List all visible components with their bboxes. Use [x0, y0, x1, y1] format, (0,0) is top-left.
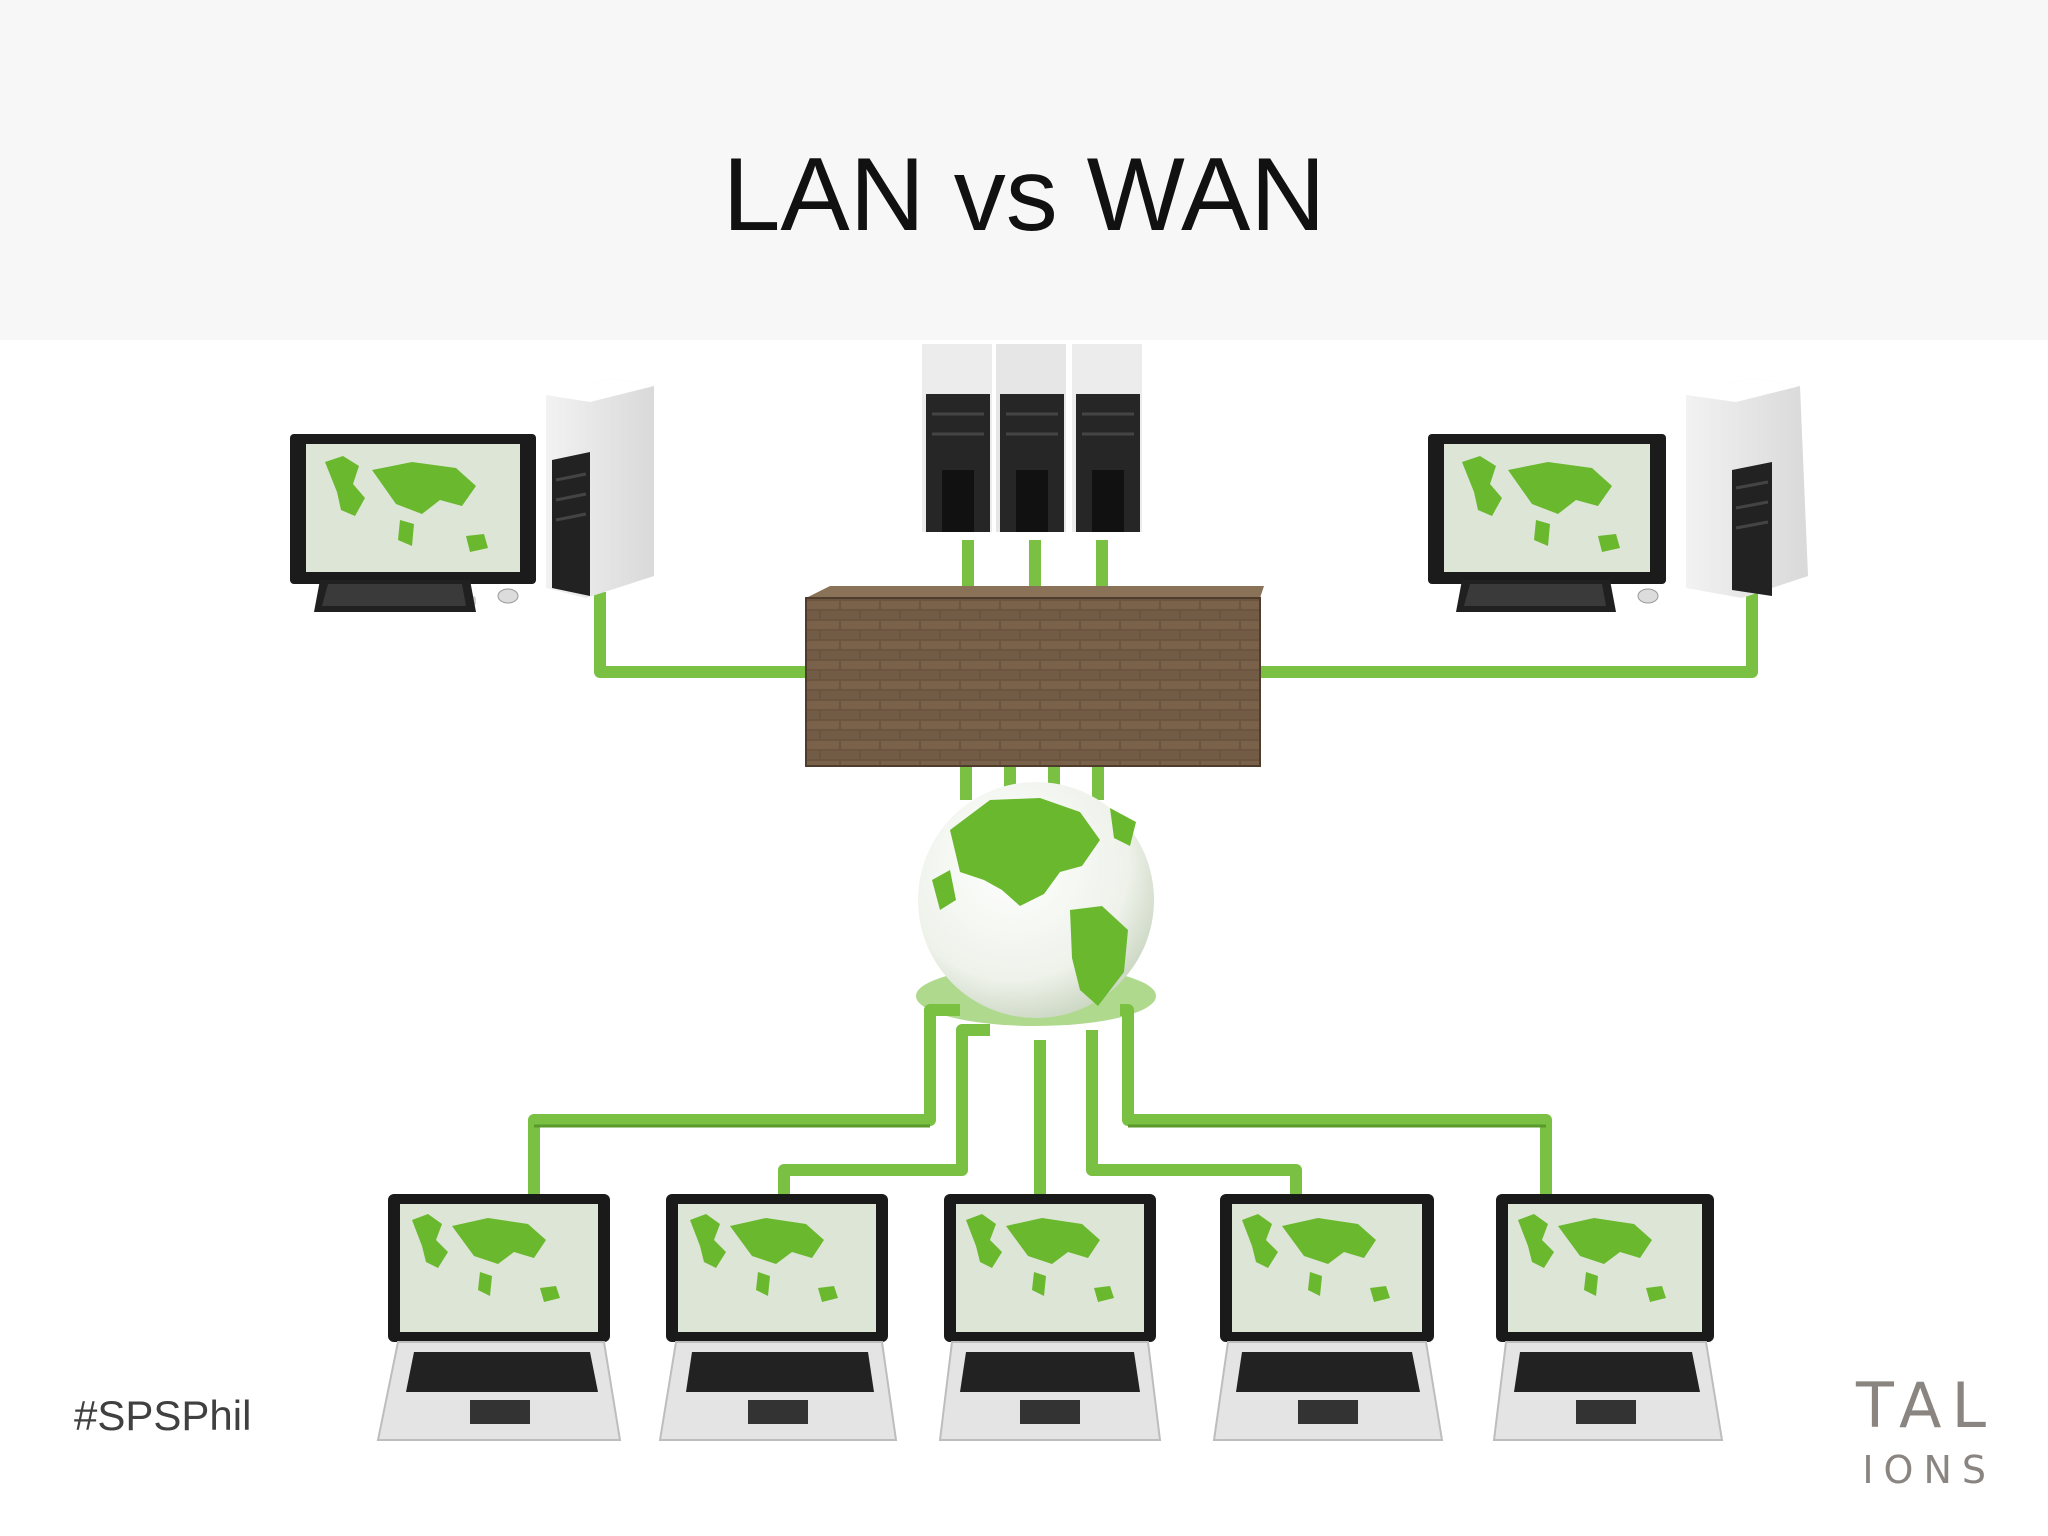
laptop-4: [1212, 1194, 1444, 1441]
laptop-5: [1492, 1194, 1724, 1441]
desktop-right: [1428, 378, 1808, 612]
event-hashtag: #SPSPhil: [74, 1392, 252, 1439]
laptop-1: [376, 1194, 622, 1441]
cable-laptop-2: [778, 1024, 990, 1200]
laptop-3: [938, 1194, 1162, 1441]
title-band: [0, 0, 2048, 340]
globe: [916, 782, 1156, 1026]
desktop-left: [290, 378, 654, 612]
slide-title: LAN vs WAN: [722, 137, 1326, 253]
logo-text-top: TAL: [1855, 1369, 1996, 1442]
server-rack: [922, 344, 1142, 532]
firewall: [805, 586, 1264, 767]
cable-desktop-right: [1260, 592, 1758, 678]
laptop-2: [658, 1194, 898, 1441]
logo-text-bottom: IONS: [1862, 1448, 1996, 1492]
sponsor-logo: TAL IONS: [1856, 1370, 1996, 1498]
cable-laptop-4: [1086, 1030, 1302, 1200]
cable-desktop-left: [594, 592, 810, 678]
